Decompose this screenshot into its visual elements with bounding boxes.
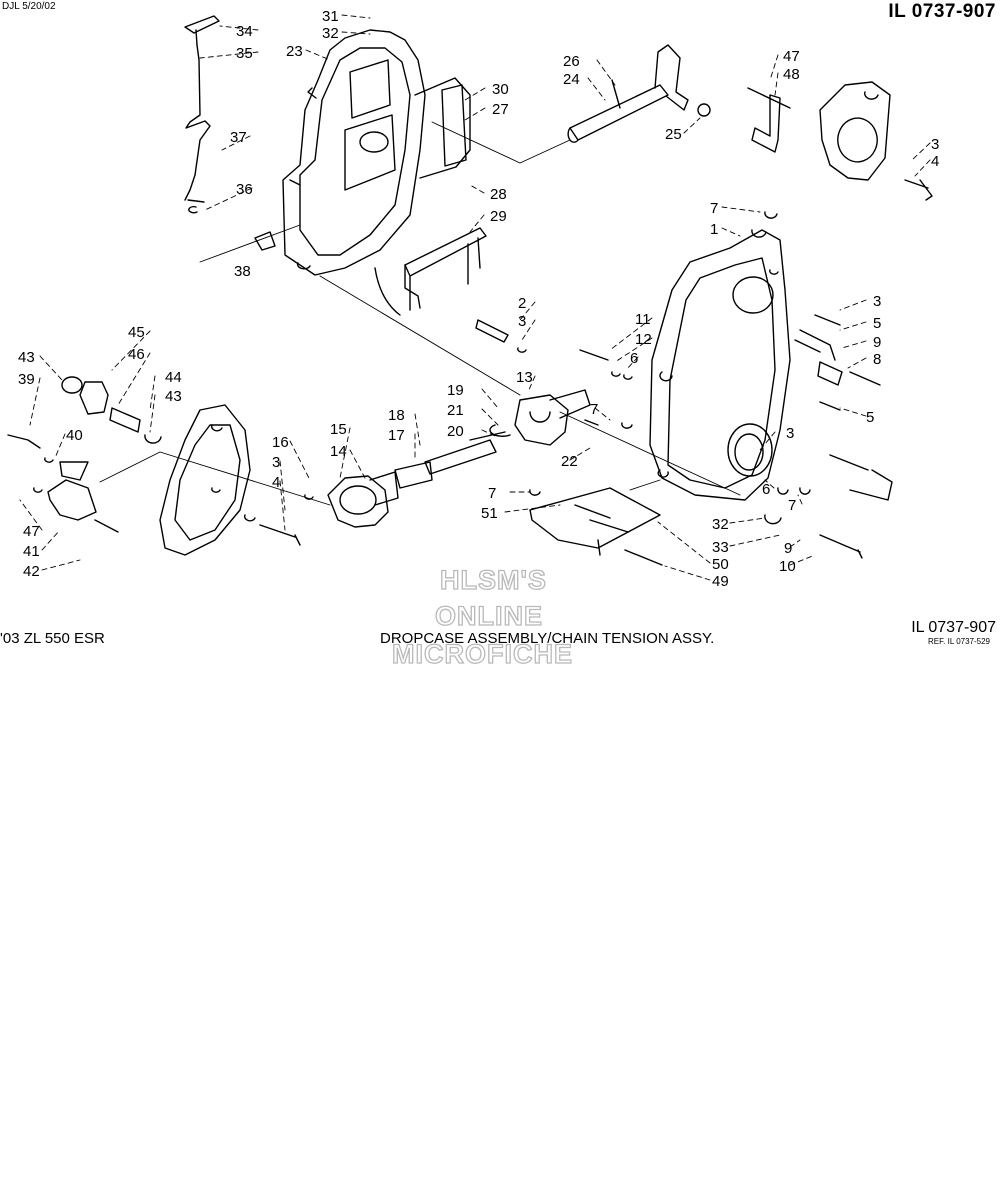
- part-callout-28: 28: [490, 186, 507, 203]
- part-callout-2: 2: [518, 295, 526, 312]
- part-callout-49: 49: [712, 573, 729, 590]
- part-callout-9: 9: [873, 334, 881, 351]
- part-callout-7: 7: [710, 200, 718, 217]
- part-callout-42: 42: [23, 563, 40, 580]
- model-name: '03 ZL 550 ESR: [0, 630, 105, 647]
- outer-cover-part: [159, 404, 314, 556]
- dropcase-hardware-part: [764, 314, 893, 559]
- part-callout-7: 7: [788, 497, 796, 514]
- part-callout-15: 15: [330, 421, 347, 438]
- part-callout-12: 12: [635, 331, 652, 348]
- idler-assembly-part: [7, 376, 162, 533]
- part-callout-4: 4: [931, 153, 939, 170]
- part-callout-30: 30: [492, 81, 509, 98]
- part-callout-41: 41: [23, 543, 40, 560]
- chaincase-cover-part: [282, 29, 426, 316]
- part-callout-43: 43: [165, 388, 182, 405]
- part-callout-3: 3: [272, 454, 280, 471]
- part-callout-18: 18: [388, 407, 405, 424]
- part-callout-50: 50: [712, 556, 729, 573]
- part-callout-7: 7: [590, 401, 598, 418]
- parts-artwork: [7, 14, 933, 581]
- part-callout-8: 8: [873, 351, 881, 368]
- part-callout-47: 47: [783, 48, 800, 65]
- part-callout-6: 6: [630, 350, 638, 367]
- part-callout-22: 22: [561, 453, 578, 470]
- part-callout-36: 36: [236, 181, 253, 198]
- part-callout-32: 32: [712, 516, 729, 533]
- dropcase-part: [649, 229, 836, 501]
- reference-illustration-number: REF. IL 0737-529: [928, 637, 990, 646]
- shift-lever-part: [184, 15, 220, 214]
- part-callout-6: 6: [762, 481, 770, 498]
- part-callout-9: 9: [784, 540, 792, 557]
- explosion-axis-lines: [99, 121, 741, 506]
- part-callout-5: 5: [873, 315, 881, 332]
- part-callout-25: 25: [665, 126, 682, 143]
- part-callout-48: 48: [783, 66, 800, 83]
- part-callout-44: 44: [165, 369, 182, 386]
- part-callout-27: 27: [492, 101, 509, 118]
- part-callout-31: 31: [322, 8, 339, 25]
- part-callout-7: 7: [488, 485, 496, 502]
- part-callout-3: 3: [786, 425, 794, 442]
- bracket-housing-part: [747, 81, 933, 201]
- part-callout-3: 3: [518, 313, 526, 330]
- part-callout-47: 47: [23, 523, 40, 540]
- part-callout-10: 10: [779, 558, 796, 575]
- part-callout-17: 17: [388, 427, 405, 444]
- part-callout-37: 37: [230, 129, 247, 146]
- part-callout-43: 43: [18, 349, 35, 366]
- part-callout-21: 21: [447, 402, 464, 419]
- illustration-number-header: IL 0737-907: [888, 1, 996, 22]
- part-callout-51: 51: [481, 505, 498, 522]
- part-callout-34: 34: [236, 23, 253, 40]
- chain-guide-part: [404, 227, 487, 311]
- part-callout-14: 14: [330, 443, 347, 460]
- part-callout-20: 20: [447, 423, 464, 440]
- shaft-part: [567, 44, 711, 143]
- part-callout-33: 33: [712, 539, 729, 556]
- diagram-caption: DROPCASE ASSEMBLY/CHAIN TENSION ASSY.: [380, 630, 715, 647]
- part-callout-1: 1: [710, 221, 718, 238]
- leader-lines: [19, 14, 931, 581]
- part-callouts: 3435373631322330272829382624254748347135…: [18, 8, 939, 590]
- misc-hardware-part: [254, 211, 778, 429]
- part-callout-39: 39: [18, 371, 35, 388]
- gasket-part: [414, 77, 471, 179]
- part-callout-24: 24: [563, 71, 580, 88]
- part-callout-4: 4: [272, 474, 280, 491]
- part-callout-26: 26: [563, 53, 580, 70]
- chain-tensioner-part: [394, 389, 591, 489]
- part-callout-23: 23: [286, 43, 303, 60]
- part-callout-3: 3: [873, 293, 881, 310]
- part-callout-11: 11: [635, 311, 651, 328]
- bearing-carrier-part: [327, 471, 399, 528]
- watermark-line-2: ONLINE: [434, 600, 544, 631]
- bottom-cover-part: [529, 487, 663, 566]
- part-callout-13: 13: [516, 369, 533, 386]
- part-callout-46: 46: [128, 346, 145, 363]
- part-callout-5: 5: [866, 409, 874, 426]
- part-callout-32: 32: [322, 25, 339, 42]
- part-callout-40: 40: [66, 427, 83, 444]
- part-callout-3: 3: [931, 136, 939, 153]
- part-callout-35: 35: [236, 45, 253, 62]
- watermark-line-1: HLSM'S: [439, 564, 547, 595]
- part-callout-38: 38: [234, 263, 251, 280]
- part-callout-16: 16: [272, 434, 289, 451]
- illustration-number-footer: IL 0737-907: [911, 619, 996, 636]
- watermark-line-3: MICROFICHE: [391, 638, 573, 669]
- part-callout-29: 29: [490, 208, 507, 225]
- drawing-date-note: DJL 5/20/02: [2, 1, 56, 12]
- part-callout-19: 19: [447, 382, 464, 399]
- part-callout-45: 45: [128, 324, 145, 341]
